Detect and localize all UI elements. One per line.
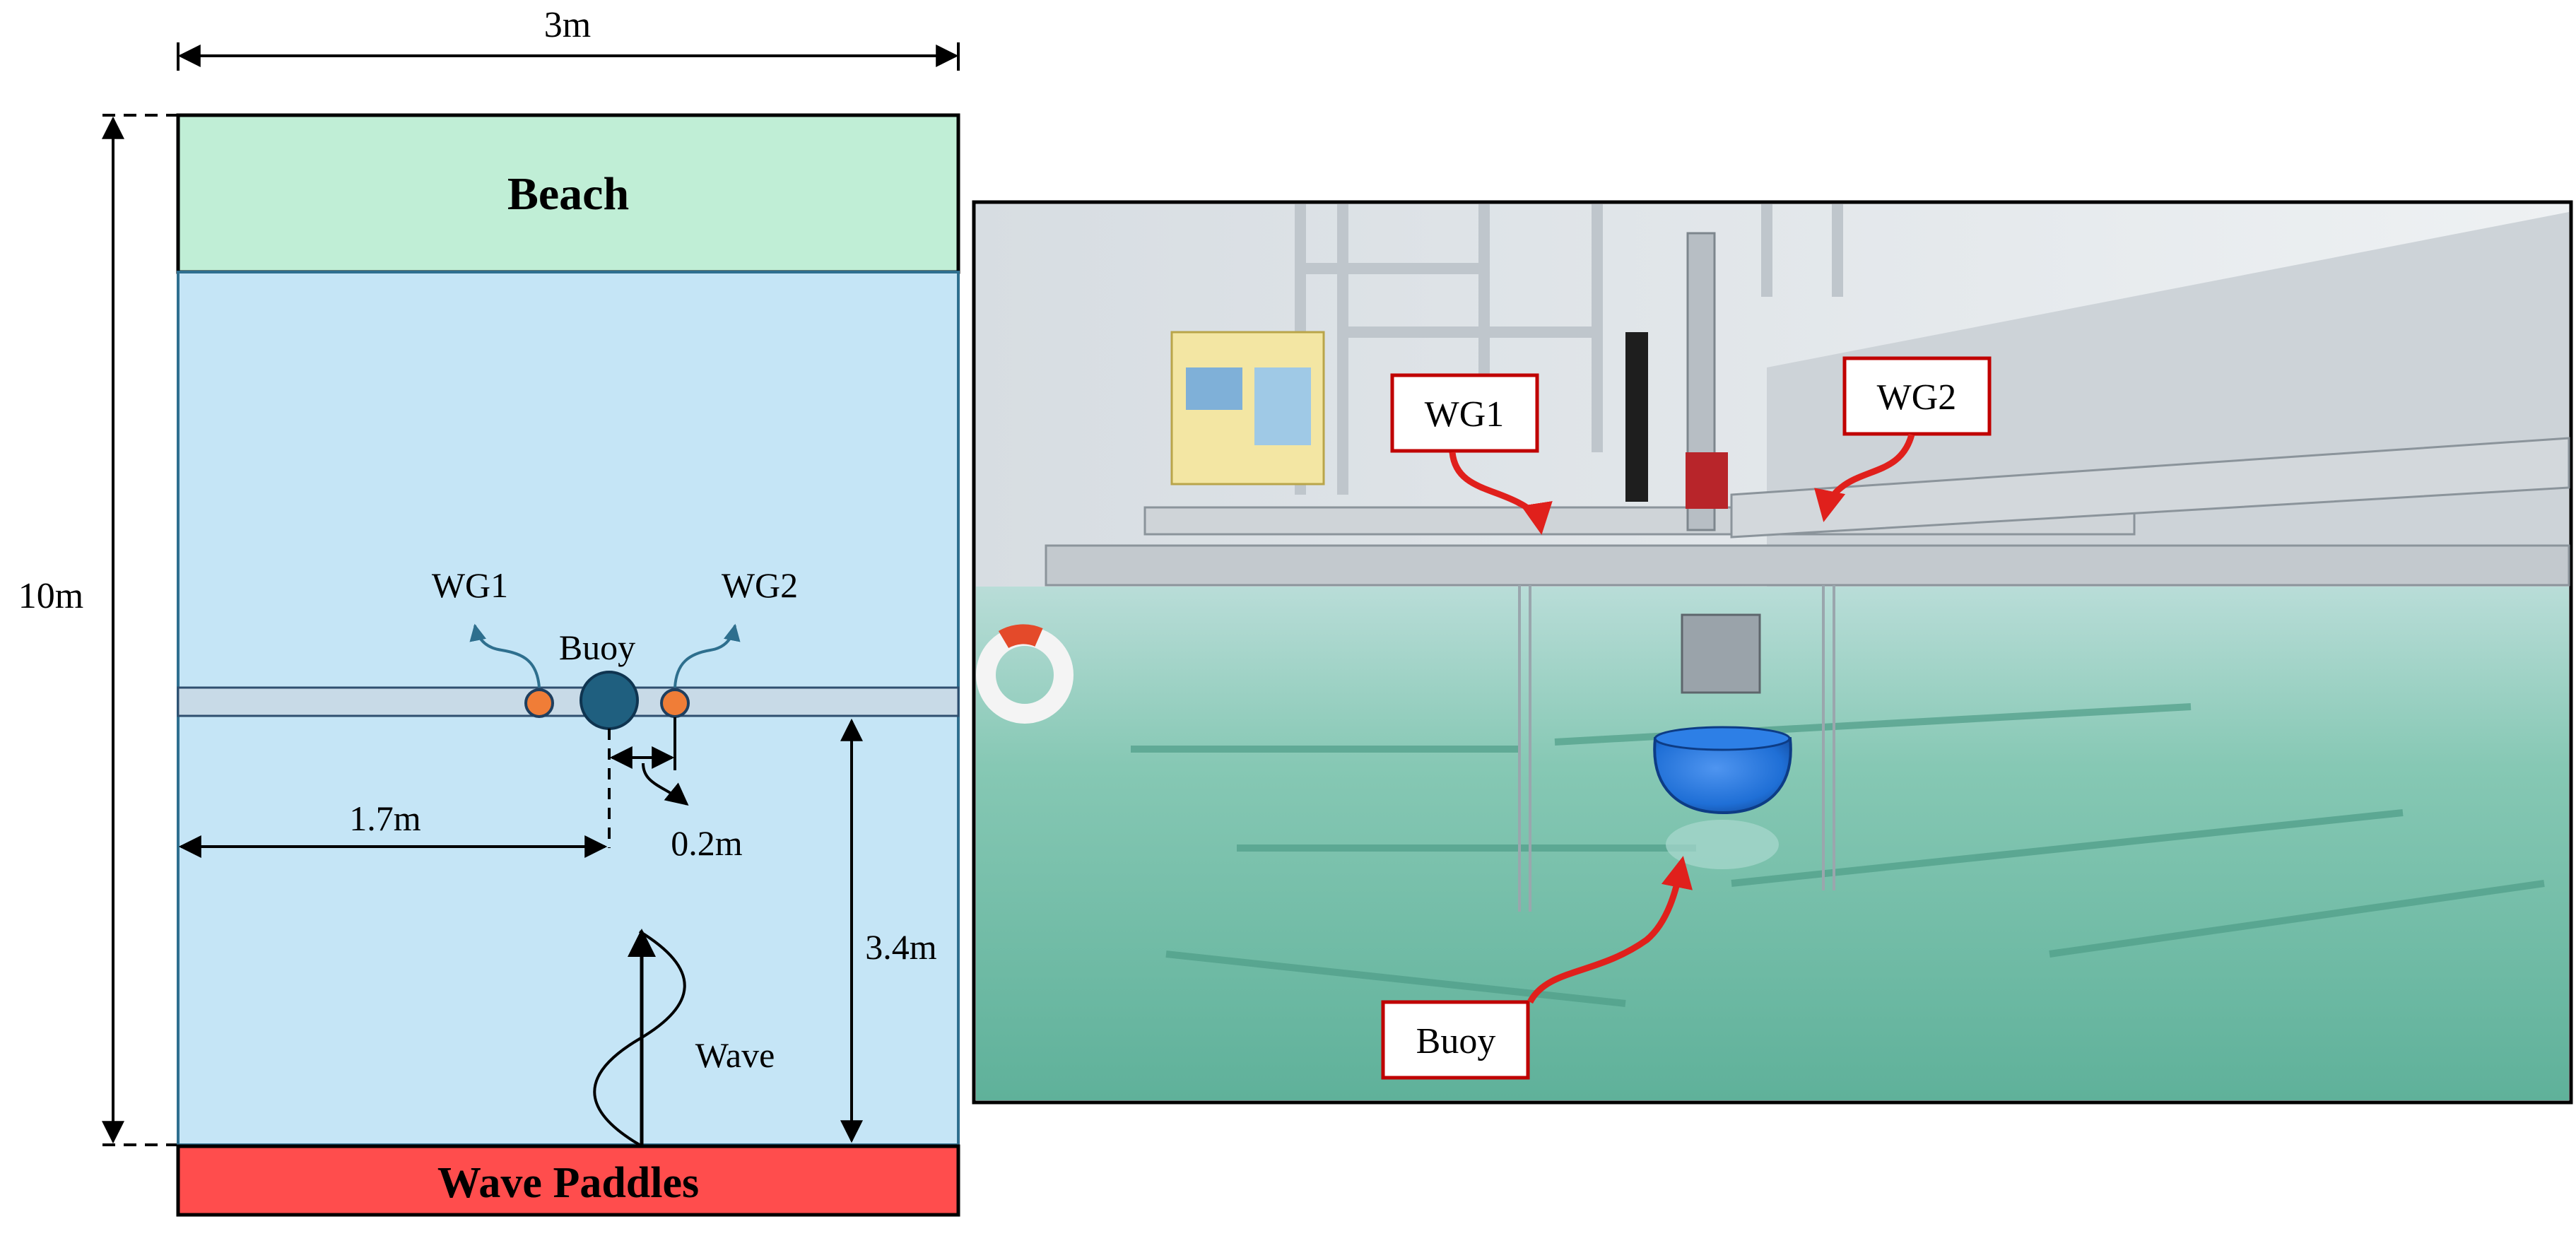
photo-bridge-rail bbox=[1045, 544, 2570, 587]
wave-paddles-zone bbox=[176, 1144, 960, 1217]
photo-buoy-label: Buoy bbox=[1416, 1021, 1496, 1061]
photo-poster-figure bbox=[1186, 367, 1242, 410]
photo-wg2-label: WG2 bbox=[1877, 377, 1957, 418]
photo-wg1-label: WG1 bbox=[1425, 394, 1505, 435]
buoy-label: Buoy bbox=[559, 628, 635, 667]
photo-bridge-rail-right bbox=[1730, 437, 2570, 538]
photo-wg1-callout bbox=[1390, 373, 1539, 453]
wave-label: Wave bbox=[695, 1035, 775, 1075]
tank-photo: WG1 WG2 Buoy bbox=[972, 200, 2573, 1105]
photo-poster-figure-2 bbox=[1254, 367, 1311, 445]
photo-life-ring-band bbox=[998, 624, 1043, 649]
photo-wg2-callout bbox=[1842, 356, 1992, 436]
paddle-distance-label: 3.4m bbox=[865, 927, 937, 967]
photo-buoy-carriage bbox=[1681, 613, 1761, 694]
wg1-label: WG1 bbox=[432, 565, 508, 605]
measurement-bridge bbox=[177, 686, 960, 717]
photo-buoy-top bbox=[1654, 726, 1791, 751]
length-label: 10m bbox=[18, 576, 83, 616]
photo-wg2-arrow bbox=[1814, 433, 1915, 522]
photo-wg1-arrow bbox=[1449, 452, 1553, 535]
photo-buoy-reflection bbox=[1666, 820, 1779, 869]
wg2-gauge-marker bbox=[660, 688, 690, 718]
side-distance-label: 1.7m bbox=[349, 799, 421, 838]
wave-paddles-label: Wave Paddles bbox=[437, 1159, 699, 1207]
tank-schematic: 3m 10m Beach Wave Paddles WG1 WG2 Buoy 1… bbox=[18, 5, 960, 1217]
photo-buoy-callout bbox=[1381, 1000, 1530, 1080]
gauge-offset-pointer bbox=[642, 763, 689, 806]
wg1-gauge-marker bbox=[524, 688, 554, 718]
photo-red-clamp bbox=[1686, 452, 1728, 509]
wave-sine-curve bbox=[593, 930, 686, 1146]
wg2-label: WG2 bbox=[722, 565, 798, 605]
photo-gauge-wires bbox=[1518, 585, 1835, 912]
photo-black-sensor bbox=[1625, 332, 1648, 502]
photo-buoy-arrow bbox=[1527, 856, 1693, 1004]
photo-buoy bbox=[1653, 737, 1792, 815]
beach-label: Beach bbox=[507, 168, 629, 220]
wg2-callout-arrow bbox=[674, 623, 741, 688]
beach-zone bbox=[176, 113, 960, 274]
wg1-callout-arrow bbox=[469, 623, 541, 688]
buoy-marker bbox=[580, 671, 639, 730]
gauge-offset-label: 0.2m bbox=[671, 823, 743, 863]
width-label: 3m bbox=[544, 5, 591, 45]
